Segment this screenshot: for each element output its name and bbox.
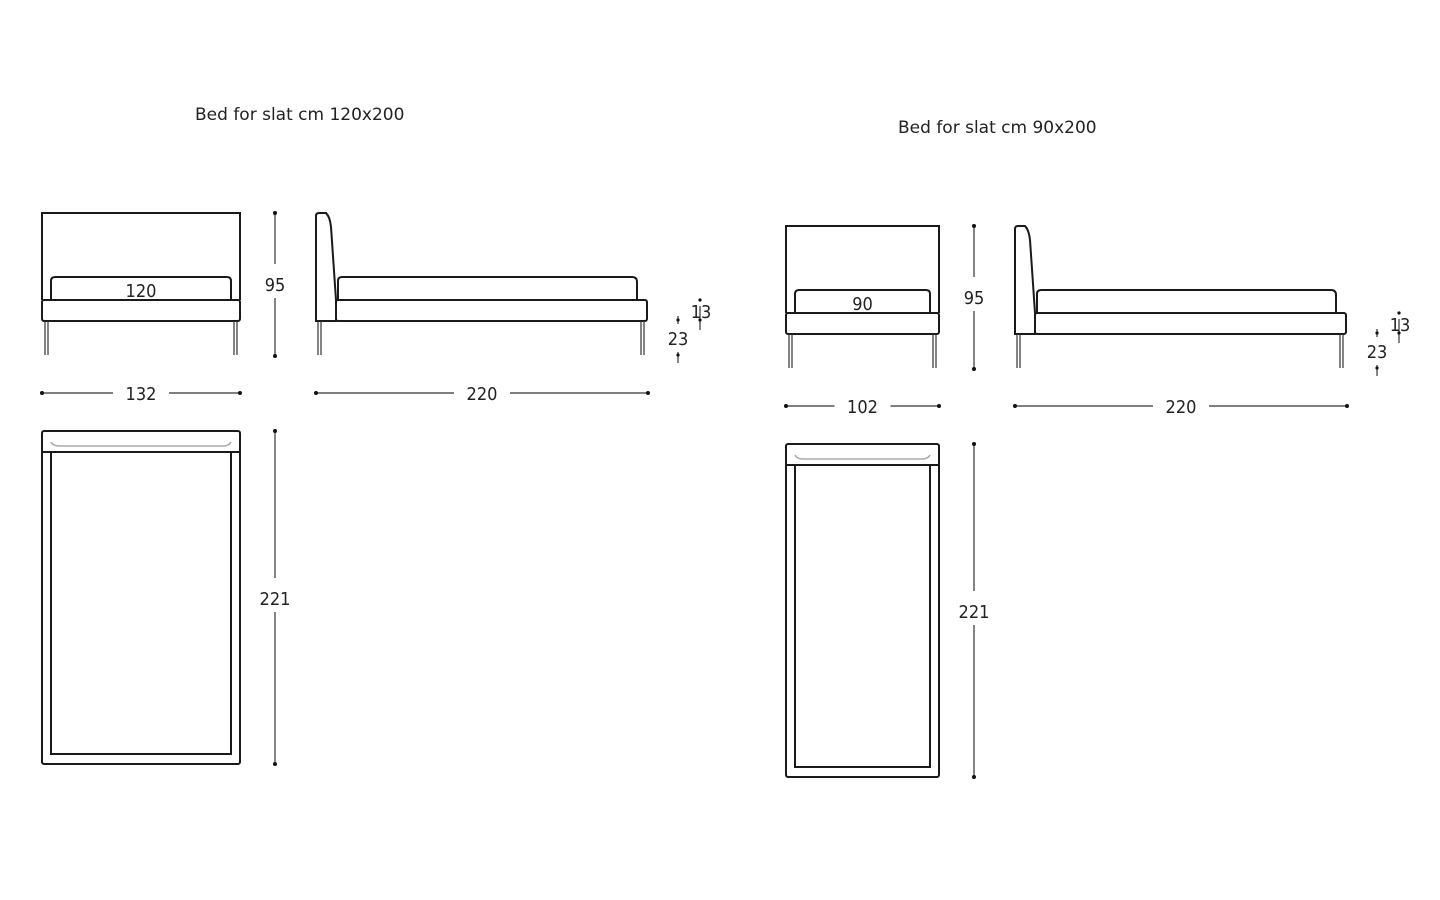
length-dimension-tick (314, 391, 318, 395)
front-view: 90 95 102 (784, 224, 984, 418)
height-dimension-label: 95 (964, 288, 985, 309)
plan-cushion (794, 454, 931, 460)
set-title: Bed for slat cm 120x200 (195, 105, 405, 125)
base-height-label: 13 (691, 302, 712, 323)
legs (788, 334, 937, 368)
front-view: 120 95 132 (40, 211, 285, 405)
mattress-width-label: 90 (852, 294, 873, 315)
plan-inner (794, 465, 931, 768)
mattress-width-label: 120 (126, 281, 157, 302)
plan-length-dimension-label: 221 (260, 589, 291, 610)
plan-view: 221 (785, 442, 990, 779)
headboard (785, 225, 940, 313)
plan-inner (50, 452, 232, 755)
base-height-tick (698, 298, 702, 302)
height-dimension-tick (972, 367, 976, 371)
bed-base (785, 312, 940, 335)
width-dimension-tick (238, 391, 242, 395)
width-dimension-tick (937, 404, 941, 408)
bed-base (41, 299, 241, 322)
mattress-side (337, 276, 638, 300)
height-dimension-label: 95 (265, 275, 286, 296)
bed-base-side (1034, 312, 1347, 335)
plan-length-dimension-tick (273, 429, 277, 433)
leg-height-label: 23 (1367, 342, 1388, 363)
width-dimension-label: 102 (847, 397, 878, 418)
legs (44, 321, 238, 355)
leg-height-tick (1375, 331, 1379, 335)
headboard (41, 212, 241, 300)
legs-side (1016, 334, 1344, 368)
legs-side (317, 321, 645, 355)
set-title: Bed for slat cm 90x200 (898, 118, 1097, 138)
height-dimension-tick (273, 211, 277, 215)
base-height-tick (1397, 331, 1401, 335)
width-dimension-label: 132 (126, 384, 157, 405)
length-dimension-tick (1345, 404, 1349, 408)
bed-base-side (335, 299, 648, 322)
length-dimension-label: 220 (467, 384, 498, 405)
plan-length-dimension-tick (273, 762, 277, 766)
base-height-label: 13 (1390, 315, 1411, 336)
plan-length-dimension-tick (972, 775, 976, 779)
width-dimension-tick (40, 391, 44, 395)
mattress-side (1036, 289, 1337, 313)
leg-height-tick (676, 353, 680, 357)
height-dimension-tick (273, 354, 277, 358)
leg-height-tick (676, 318, 680, 322)
length-dimension-label: 220 (1166, 397, 1197, 418)
base-height-tick (1397, 311, 1401, 315)
mattress (794, 289, 931, 313)
headboard-side (1014, 225, 1036, 335)
length-dimension-tick (646, 391, 650, 395)
height-dimension-tick (972, 224, 976, 228)
base-height-tick (698, 318, 702, 322)
leg-height-label: 23 (668, 329, 689, 350)
plan-length-dimension-tick (972, 442, 976, 446)
mattress (50, 276, 232, 300)
plan-length-dimension-label: 221 (959, 602, 990, 623)
plan-view: 221 (41, 429, 291, 766)
leg-height-tick (1375, 366, 1379, 370)
headboard-side (315, 212, 337, 322)
plan-cushion (50, 441, 232, 447)
plan-outline (41, 430, 241, 765)
length-dimension-tick (1013, 404, 1017, 408)
width-dimension-tick (784, 404, 788, 408)
plan-outline (785, 443, 940, 778)
